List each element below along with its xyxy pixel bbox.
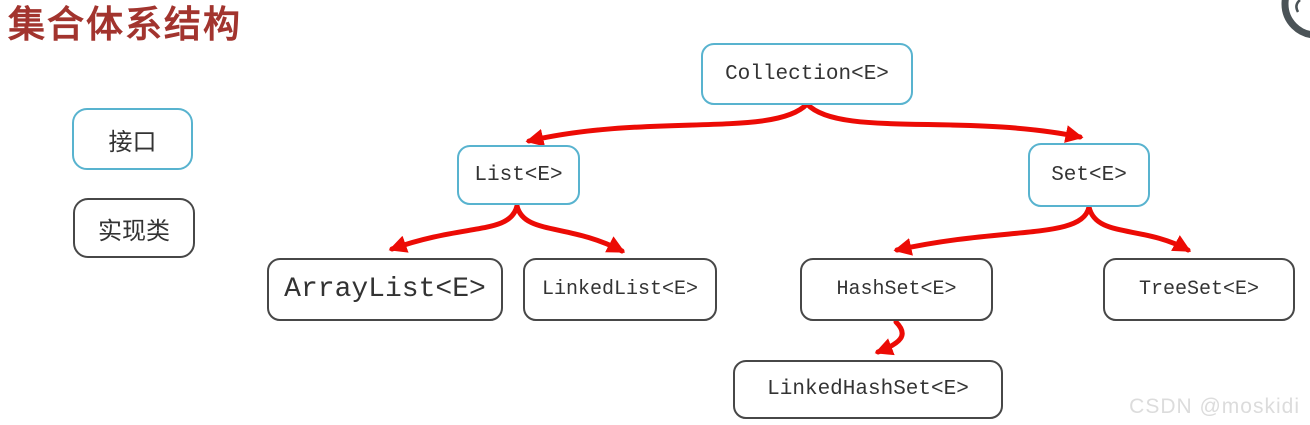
legend-interface-box: 接口 xyxy=(72,108,193,170)
page-title: 集合体系结构 xyxy=(8,5,242,46)
corner-logo-icon xyxy=(1281,0,1310,38)
edge-hashset-linkedhashset xyxy=(874,319,905,356)
node-hashset: HashSet<E> xyxy=(800,258,993,321)
node-treeset: TreeSet<E> xyxy=(1103,258,1295,321)
node-linkedhashset: LinkedHashSet<E> xyxy=(733,360,1003,419)
node-list-label: List<E> xyxy=(474,163,563,187)
legend-interface-label: 接口 xyxy=(108,129,157,156)
node-collection-label: Collection<E> xyxy=(725,62,889,86)
node-set-label: Set<E> xyxy=(1051,163,1127,187)
legend-implementation-label: 实现类 xyxy=(98,218,170,245)
node-linkedlist-label: LinkedList<E> xyxy=(541,278,699,301)
legend-implementation-box: 实现类 xyxy=(73,198,195,258)
node-list: List<E> xyxy=(457,145,580,205)
node-arraylist-label: ArrayList<E> xyxy=(284,274,486,305)
node-treeset-label: TreeSet<E> xyxy=(1138,278,1260,301)
edge-list-linkedlist xyxy=(514,203,626,254)
edge-collection-list xyxy=(525,101,810,147)
node-linkedhashset-label: LinkedHashSet<E> xyxy=(767,378,969,401)
node-collection: Collection<E> xyxy=(701,43,913,105)
node-set: Set<E> xyxy=(1028,143,1150,207)
edge-set-hashset xyxy=(893,204,1092,256)
watermark: CSDN @moskidi xyxy=(1129,395,1300,418)
node-linkedlist: LinkedList<E> xyxy=(523,258,717,321)
edge-set-treeset xyxy=(1086,204,1192,253)
node-arraylist: ArrayList<E> xyxy=(267,258,503,321)
edge-collection-set xyxy=(804,101,1084,143)
node-hashset-label: HashSet<E> xyxy=(836,278,957,301)
edge-list-arraylist xyxy=(388,203,520,253)
